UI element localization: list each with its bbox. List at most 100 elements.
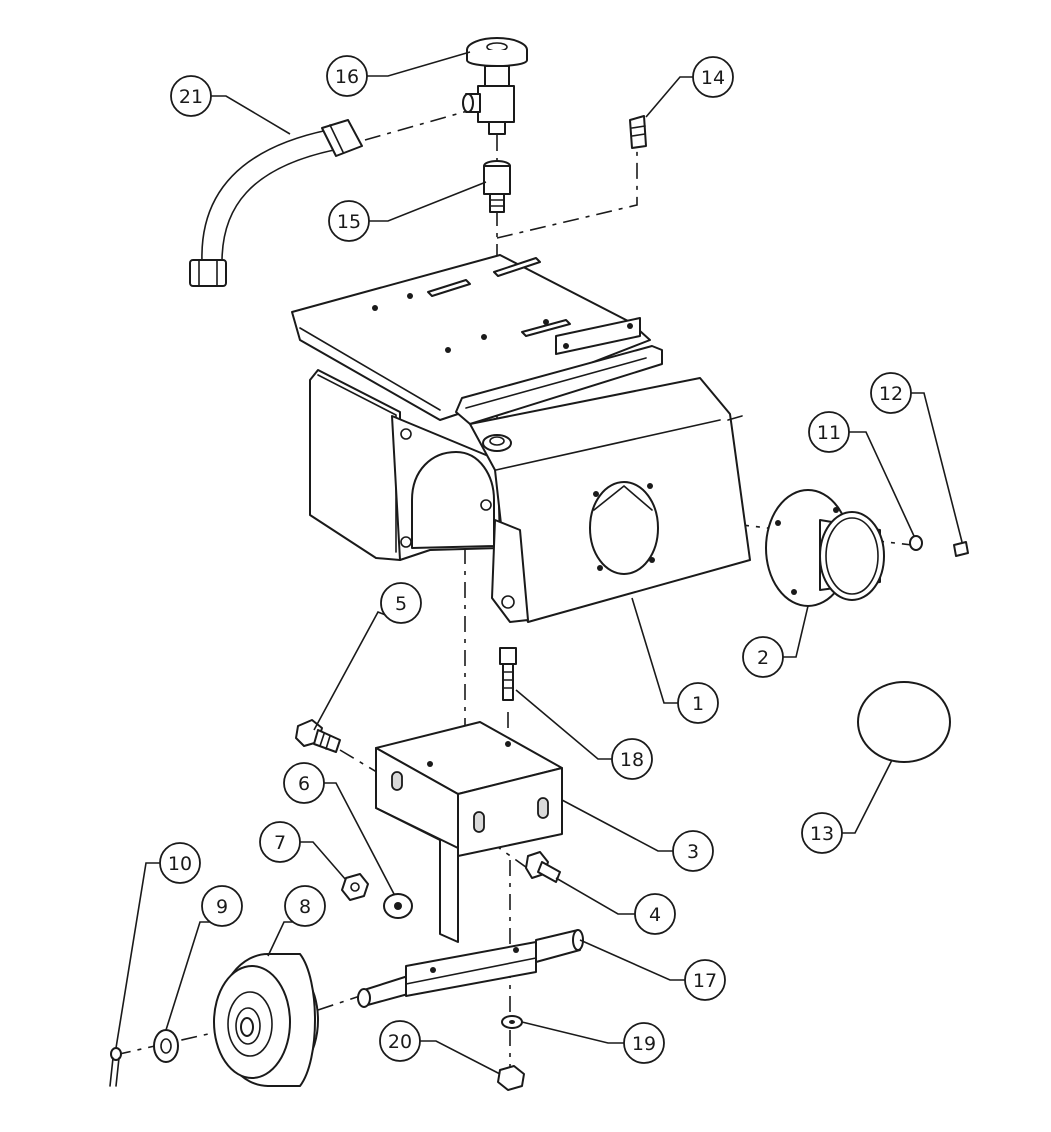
callout-balloon-12 [870, 372, 912, 414]
leader-line-21 [211, 95, 291, 135]
leader-line-1 [631, 597, 678, 704]
callout-15: 15 [328, 181, 487, 242]
callout-balloon-8 [284, 885, 326, 927]
leader-line-15 [369, 181, 487, 222]
callout-13: 13 [801, 759, 893, 854]
leader-line-20 [420, 1040, 501, 1075]
callout-4: 4 [555, 877, 676, 935]
part-8-wheel [213, 953, 319, 1087]
callout-label-17: 17 [693, 970, 717, 992]
callout-balloon-5 [380, 582, 422, 624]
part-5-bolt [295, 719, 341, 753]
callout-balloon-16 [326, 55, 368, 97]
callout-8: 8 [267, 885, 326, 957]
callout-9: 9 [165, 885, 243, 1031]
callout-balloon-9 [201, 885, 243, 927]
callout-1: 1 [631, 597, 719, 724]
leader-line-16 [367, 51, 471, 77]
callout-label-8: 8 [299, 896, 311, 918]
callout-19: 19 [521, 1021, 665, 1064]
callout-18: 18 [515, 689, 653, 780]
callout-balloon-13 [801, 812, 843, 854]
leader-line-3 [561, 799, 673, 852]
part-9-washer [153, 1029, 179, 1063]
callout-label-21: 21 [179, 86, 203, 108]
leader-line-18 [515, 689, 612, 760]
callout-label-2: 2 [757, 647, 769, 669]
part-21-hose [189, 119, 363, 287]
callout-21: 21 [170, 75, 291, 135]
part-3-bracket [375, 721, 563, 943]
leader-line-2 [783, 605, 809, 658]
part-20-nut [497, 1065, 525, 1091]
callout-balloon-19 [623, 1022, 665, 1064]
callout-label-20: 20 [388, 1031, 412, 1053]
callout-balloon-4 [634, 893, 676, 935]
callout-label-1: 1 [692, 693, 704, 715]
callout-label-12: 12 [879, 383, 903, 405]
callout-label-18: 18 [620, 749, 644, 771]
part-15-fitting [483, 160, 511, 213]
callout-16: 16 [326, 51, 471, 97]
part-4-bolt [525, 851, 561, 883]
leader-line-11 [849, 431, 915, 537]
callout-label-14: 14 [701, 67, 725, 89]
part-16-valve [462, 37, 528, 135]
callout-balloon-3 [672, 830, 714, 872]
callout-label-11: 11 [817, 422, 841, 444]
part-14-set-screw [629, 115, 647, 149]
leader-line-14 [645, 76, 693, 118]
leader-line-19 [521, 1021, 624, 1044]
callout-balloon-21 [170, 75, 212, 117]
callout-label-4: 4 [649, 904, 661, 926]
callout-10: 10 [115, 842, 201, 1049]
leader-line-4 [555, 877, 635, 915]
callout-5: 5 [313, 582, 422, 731]
callout-label-5: 5 [395, 593, 407, 615]
callout-label-19: 19 [632, 1033, 656, 1055]
leader-line-12 [911, 392, 963, 543]
leader-line-13 [842, 759, 893, 834]
callout-label-3: 3 [687, 841, 699, 863]
callout-balloon-17 [684, 959, 726, 1001]
callout-balloon-2 [742, 636, 784, 678]
callout-balloon-1 [677, 682, 719, 724]
part-10-cotter-pin [109, 1047, 122, 1087]
callout-label-7: 7 [274, 832, 286, 854]
leader-line-5 [313, 610, 389, 731]
callout-balloon-18 [611, 738, 653, 780]
callout-7: 7 [259, 821, 347, 881]
callout-label-10: 10 [168, 853, 192, 875]
callout-20: 20 [379, 1020, 501, 1075]
part-6-washer [383, 893, 413, 919]
callout-14: 14 [645, 56, 734, 118]
callout-label-9: 9 [216, 896, 228, 918]
leader-line-17 [579, 939, 685, 981]
callout-12: 12 [870, 372, 963, 543]
callout-balloon-20 [379, 1020, 421, 1062]
callout-label-6: 6 [298, 773, 310, 795]
leader-line-6 [324, 782, 395, 895]
callout-label-16: 16 [335, 66, 359, 88]
callout-label-13: 13 [810, 823, 834, 845]
callout-3: 3 [561, 799, 714, 872]
callout-balloon-15 [328, 200, 370, 242]
part-17-axle [357, 929, 584, 1008]
part-13-cap [857, 681, 951, 763]
part-18-bolt [499, 647, 517, 701]
callout-balloon-11 [808, 411, 850, 453]
callout-17: 17 [579, 939, 726, 1001]
part-7-nut [341, 873, 369, 901]
part-19-lock-washer [501, 1015, 523, 1029]
callout-label-15: 15 [337, 211, 361, 233]
part-11-washer [909, 535, 923, 551]
part-12-bolt [953, 541, 969, 557]
callout-11: 11 [808, 411, 915, 537]
callout-balloon-7 [259, 821, 301, 863]
part-2-flange-adapter [765, 489, 885, 607]
callout-2: 2 [742, 605, 809, 678]
leader-line-7 [300, 841, 347, 881]
callout-balloon-6 [283, 762, 325, 804]
